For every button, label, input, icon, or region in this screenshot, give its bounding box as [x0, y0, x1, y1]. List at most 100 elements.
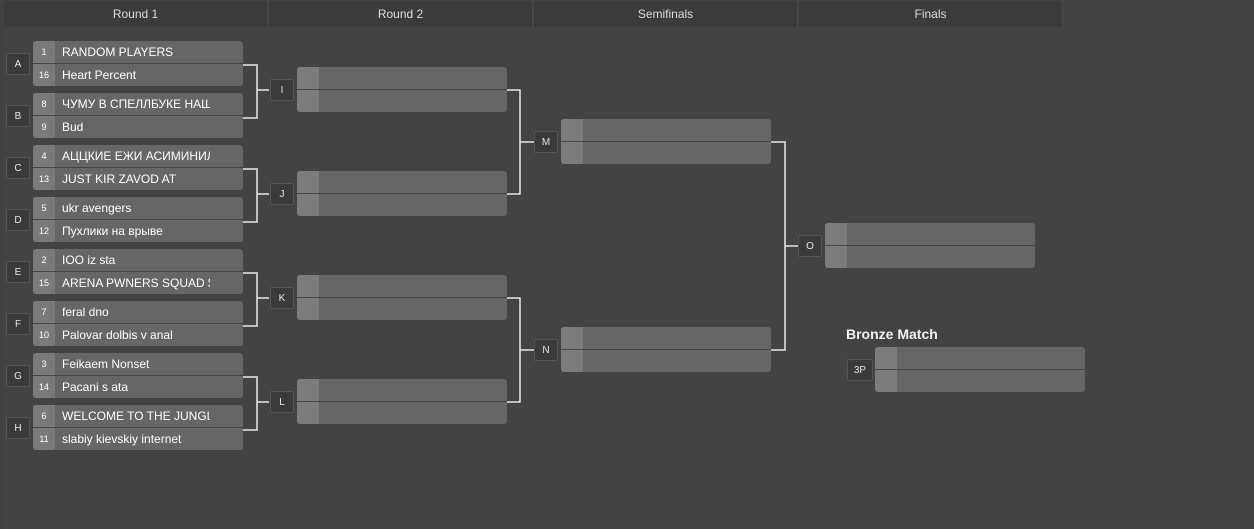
match-team-row[interactable]: 16 Heart Percent — [33, 64, 243, 86]
match-round1-F[interactable]: 7 feral dno 10 Palovar dolbis v anal — [33, 301, 243, 346]
round-header-1: Round 1 — [4, 1, 268, 27]
team-name: Heart Percent — [62, 68, 137, 82]
match-team-row[interactable]: 4 АЦЦКИЕ ЕЖИ АСИМИНИЛ — [33, 145, 243, 167]
seed-number: 9 — [33, 116, 55, 138]
seed-slot — [561, 350, 583, 372]
match-round1-D[interactable]: 5 ukr avengers 12 Пухлики на врыве — [33, 197, 243, 242]
seed-number: 12 — [33, 220, 55, 242]
match-team-row[interactable]: 5 ukr avengers — [33, 197, 243, 219]
match-team-row[interactable]: 12 Пухлики на врыве — [33, 220, 243, 242]
round-header-finals: Finals — [799, 1, 1063, 27]
match-label-I: I — [270, 79, 294, 101]
seed-number: 8 — [33, 93, 55, 115]
team-name: Пухлики на врыве — [62, 224, 163, 238]
seed-slot — [297, 90, 319, 112]
match-team-row[interactable]: 10 Palovar dolbis v anal — [33, 324, 243, 346]
match-team-row[interactable]: 14 Pacani s ata — [33, 376, 243, 398]
team-name: Palovar dolbis v anal — [62, 328, 173, 342]
match-label-3P: 3P — [847, 359, 873, 381]
seed-number: 14 — [33, 376, 55, 398]
team-name: Bud — [62, 120, 84, 134]
round-header-semifinals: Semifinals — [534, 1, 798, 27]
match-label-G: G — [6, 365, 30, 387]
team-name: IOO iz sta — [62, 253, 116, 267]
seed-slot — [297, 194, 319, 216]
match-round1-B[interactable]: 8 ЧУМУ В СПЕЛЛБУКЕ НАШ 9 Bud — [33, 93, 243, 138]
seed-slot — [297, 171, 319, 193]
seed-number: 2 — [33, 249, 55, 271]
match-round2-L[interactable] — [297, 379, 507, 424]
match-team-row[interactable]: 7 feral dno — [33, 301, 243, 323]
match-label-K: K — [270, 287, 294, 309]
team-name: ЧУМУ В СПЕЛЛБУКЕ НАШ — [62, 97, 210, 111]
match-team-row[interactable]: 6 WELCOME TO THE JUNGL — [33, 405, 243, 427]
match-label-D: D — [6, 209, 30, 231]
seed-slot — [297, 298, 319, 320]
seed-number: 11 — [33, 428, 55, 450]
seed-number: 6 — [33, 405, 55, 427]
match-round1-G[interactable]: 3 Feikaem Nonset 14 Pacani s ata — [33, 353, 243, 398]
seed-slot — [297, 67, 319, 89]
match-label-O: O — [798, 235, 822, 257]
team-name: JUST KIR ZAVOD AT — [62, 172, 177, 186]
match-label-E: E — [6, 261, 30, 283]
match-label-H: H — [6, 417, 30, 439]
match-label-F: F — [6, 313, 30, 335]
seed-number: 1 — [33, 41, 55, 63]
match-team-row[interactable]: 13 JUST KIR ZAVOD AT — [33, 168, 243, 190]
round-header-2: Round 2 — [269, 1, 533, 27]
match-label-M: M — [534, 131, 558, 153]
match-round1-H[interactable]: 6 WELCOME TO THE JUNGL 11 slabiy kievskiy i… — [33, 405, 243, 450]
seed-slot — [297, 275, 319, 297]
seed-slot — [561, 327, 583, 349]
match-team-row[interactable]: 15 ARENA PWNERS SQUAD $ — [33, 272, 243, 294]
match-bronze-3P[interactable] — [875, 347, 1085, 392]
seed-slot — [875, 370, 897, 392]
seed-number: 5 — [33, 197, 55, 219]
seed-number: 7 — [33, 301, 55, 323]
seed-number: 15 — [33, 272, 55, 294]
match-semifinal-N[interactable] — [561, 327, 771, 372]
seed-slot — [825, 246, 847, 268]
match-round2-I[interactable] — [297, 67, 507, 112]
seed-slot — [825, 223, 847, 245]
team-name: RANDOM PLAYERS — [62, 45, 174, 59]
bronze-match-title: Bronze Match — [846, 326, 938, 342]
match-label-A: A — [6, 53, 30, 75]
seed-number: 16 — [33, 64, 55, 86]
match-final-O[interactable] — [825, 223, 1035, 268]
team-name: ARENA PWNERS SQUAD $ — [62, 276, 210, 290]
seed-number: 4 — [33, 145, 55, 167]
team-name: slabiy kievskiy internet — [62, 432, 182, 446]
match-team-row[interactable]: 8 ЧУМУ В СПЕЛЛБУКЕ НАШ — [33, 93, 243, 115]
match-round1-E[interactable]: 2 IOO iz sta 15 ARENA PWNERS SQUAD $ — [33, 249, 243, 294]
match-team-row[interactable]: 2 IOO iz sta — [33, 249, 243, 271]
team-name: Pacani s ata — [62, 380, 129, 394]
match-round2-K[interactable] — [297, 275, 507, 320]
match-label-L: L — [270, 391, 294, 413]
match-round1-C[interactable]: 4 АЦЦКИЕ ЕЖИ АСИМИНИЛ 13 JUST KIR ZAVOD AT — [33, 145, 243, 190]
match-semifinal-M[interactable] — [561, 119, 771, 164]
match-team-row[interactable]: 1 RANDOM PLAYERS — [33, 41, 243, 63]
match-team-row[interactable]: 3 Feikaem Nonset — [33, 353, 243, 375]
seed-slot — [875, 347, 897, 369]
team-name: WELCOME TO THE JUNGL — [62, 409, 210, 423]
seed-number: 3 — [33, 353, 55, 375]
seed-slot — [561, 142, 583, 164]
match-round1-A[interactable]: 1 RANDOM PLAYERS 16 Heart Percent — [33, 41, 243, 86]
team-name: ukr avengers — [62, 201, 132, 215]
seed-slot — [297, 379, 319, 401]
team-name: АЦЦКИЕ ЕЖИ АСИМИНИЛ — [62, 149, 210, 163]
seed-number: 13 — [33, 168, 55, 190]
seed-number: 10 — [33, 324, 55, 346]
match-round2-J[interactable] — [297, 171, 507, 216]
team-name: Feikaem Nonset — [62, 357, 150, 371]
match-label-N: N — [534, 339, 558, 361]
team-name: feral dno — [62, 305, 109, 319]
match-team-row[interactable]: 9 Bud — [33, 116, 243, 138]
seed-slot — [297, 402, 319, 424]
match-team-row[interactable]: 11 slabiy kievskiy internet — [33, 428, 243, 450]
match-label-C: C — [6, 157, 30, 179]
match-label-J: J — [270, 183, 294, 205]
seed-slot — [561, 119, 583, 141]
